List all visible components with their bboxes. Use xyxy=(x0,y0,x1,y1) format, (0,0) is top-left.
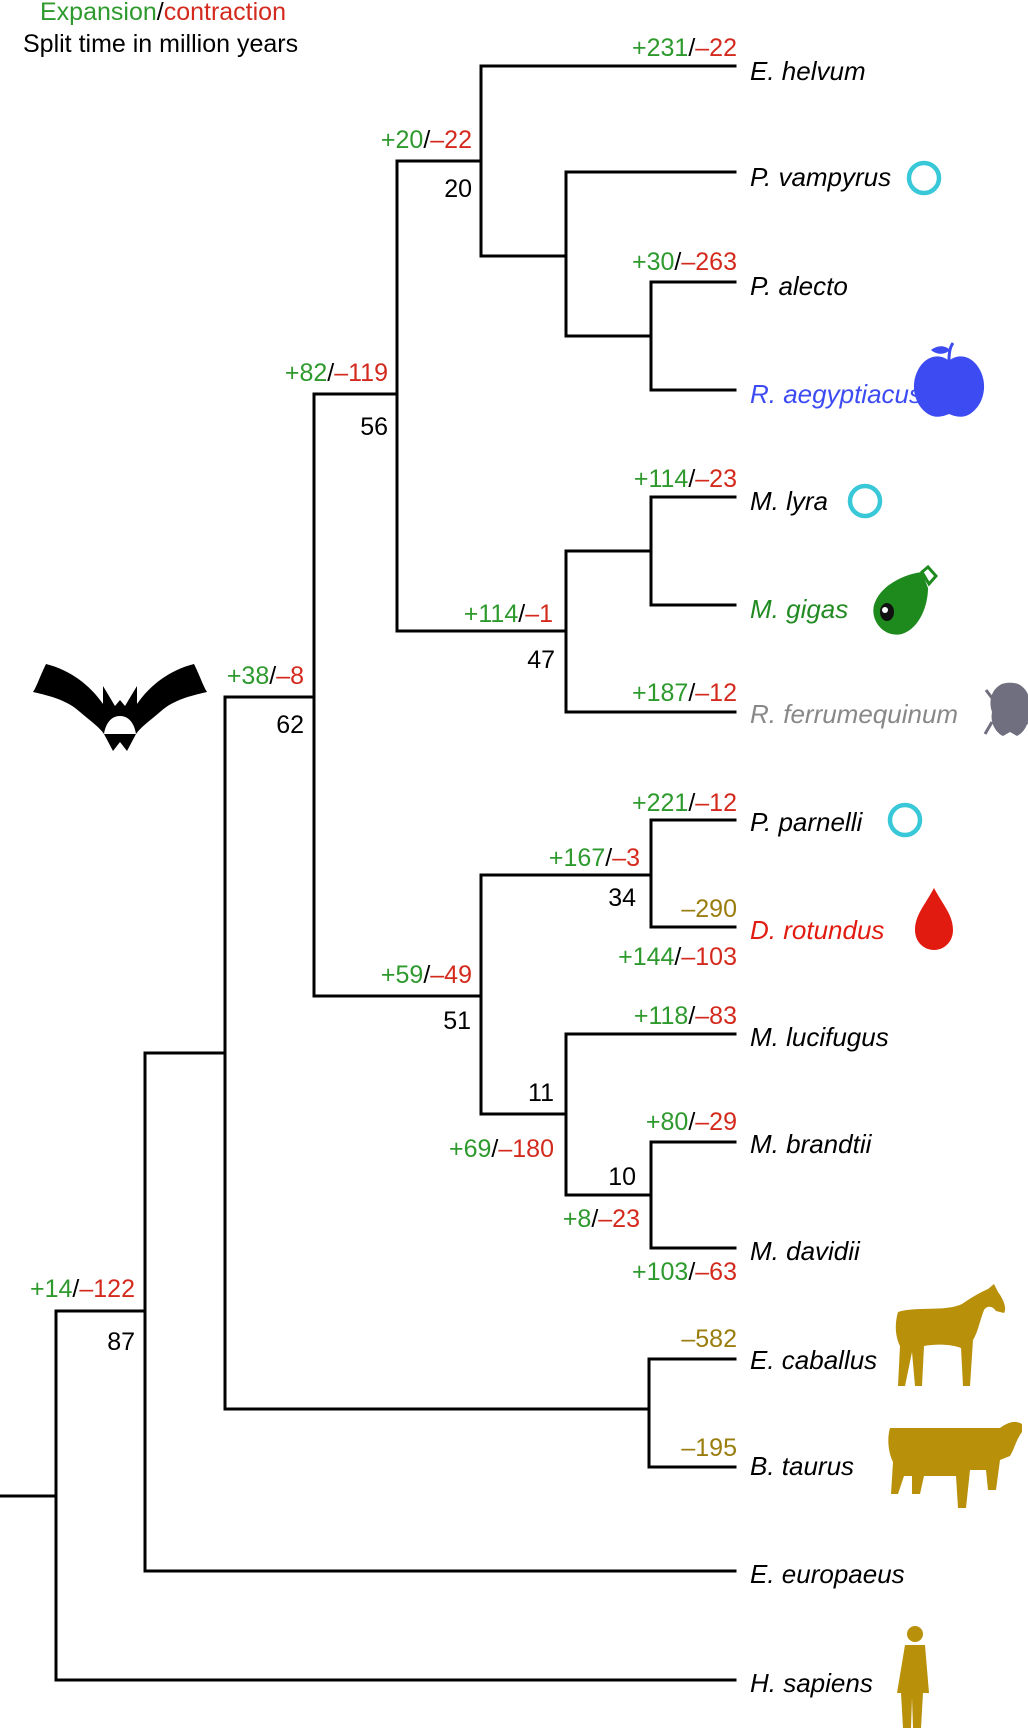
split-time-node: 51 xyxy=(443,1007,471,1035)
split-time-node: 47 xyxy=(527,646,555,674)
legend-split-time: Split time in million years xyxy=(23,30,298,58)
change-brandtii-davidii: +8/–23 xyxy=(563,1205,640,1233)
taxon-p-parnelli: P. parnelli xyxy=(750,807,863,837)
taxon-m-lyra: M. lyra xyxy=(750,486,828,516)
change-chiroptera: +38/–8 xyxy=(227,662,304,690)
split-time-labels: 20 56 62 47 34 51 11 10 87 xyxy=(107,175,636,1356)
bat-icon xyxy=(33,664,207,751)
change-yinpterochiroptera: +82/–119 xyxy=(285,359,388,387)
taxon-m-lucifugus: M. lucifugus xyxy=(750,1022,889,1052)
taxon-d-rotundus: D. rotundus xyxy=(750,915,884,945)
legend-expansion: Expansion xyxy=(40,0,157,26)
change-d-rotundus-branch: +144/–103 xyxy=(618,943,737,971)
horse-icon xyxy=(895,1284,1006,1386)
taxon-h-sapiens: H. sapiens xyxy=(750,1668,873,1698)
change-yangochiroptera: +59/–49 xyxy=(381,961,472,989)
change-p-parnelli: +221/–12 xyxy=(632,789,737,817)
taxon-labels: E. helvum P. vampyrus P. alecto R. aegyp… xyxy=(750,56,958,1698)
change-m-brandtii: +80/–29 xyxy=(646,1108,737,1136)
change-labels: +231/–22 +20/–22 +30/–263 +82/–119 +114/… xyxy=(30,34,737,1462)
taxon-b-taurus: B. taurus xyxy=(750,1451,854,1481)
loss-e-caballus: –582 xyxy=(681,1325,737,1353)
fly-icon xyxy=(983,682,1028,736)
taxon-p-alecto: P. alecto xyxy=(750,271,848,301)
legend-contraction: contraction xyxy=(164,0,286,26)
change-myotis-clade: +69/–180 xyxy=(449,1135,554,1163)
split-time-node: 62 xyxy=(276,711,304,739)
change-e-helvum: +231/–22 xyxy=(632,34,737,62)
cow-icon xyxy=(888,1421,1022,1508)
change-pteropodid-clade: +20/–22 xyxy=(381,126,472,154)
human-icon xyxy=(897,1626,929,1728)
change-m-davidii: +103/–63 xyxy=(632,1258,737,1286)
tree-edges xyxy=(0,64,737,1682)
fish-icon xyxy=(873,564,938,635)
change-rhinolophoid-clade: +114/–1 xyxy=(464,600,553,628)
taxon-m-davidii: M. davidii xyxy=(750,1236,861,1266)
split-time-node: 20 xyxy=(444,175,472,203)
ring-icon xyxy=(906,160,942,196)
change-laurasiatheria: +14/–122 xyxy=(30,1275,135,1303)
legend-line-1: Expansion/contraction xyxy=(40,0,286,26)
taxon-p-vampyrus: P. vampyrus xyxy=(750,162,891,192)
taxon-r-ferrumequinum: R. ferrumequinum xyxy=(750,699,958,729)
split-time-node: 56 xyxy=(360,413,388,441)
change-noctilionoid-clade: +167/–3 xyxy=(549,844,640,872)
taxon-e-caballus: E. caballus xyxy=(750,1345,877,1375)
split-time-node: 11 xyxy=(528,1079,554,1107)
taxon-m-brandtii: M. brandtii xyxy=(750,1129,873,1159)
apple-icon xyxy=(913,342,985,417)
change-m-lyra: +114/–23 xyxy=(634,465,737,493)
change-p-alecto: +30/–263 xyxy=(632,248,737,276)
ring-icon xyxy=(847,483,883,519)
taxon-r-aegyptiacus: R. aegyptiacus xyxy=(750,379,922,409)
change-r-ferrumequinum: +187/–12 xyxy=(632,679,737,707)
taxon-m-gigas: M. gigas xyxy=(750,594,848,624)
change-m-lucifugus: +118/–83 xyxy=(634,1002,737,1030)
loss-d-rotundus: –290 xyxy=(681,895,737,923)
taxon-e-helvum: E. helvum xyxy=(750,56,866,86)
ring-icon xyxy=(887,802,923,838)
blood-drop-icon xyxy=(915,888,953,950)
split-time-node: 10 xyxy=(608,1163,636,1191)
loss-b-taurus: –195 xyxy=(681,1434,737,1462)
split-time-node: 87 xyxy=(107,1328,135,1356)
split-time-node: 34 xyxy=(608,884,636,912)
taxon-e-europaeus: E. europaeus xyxy=(750,1559,905,1589)
